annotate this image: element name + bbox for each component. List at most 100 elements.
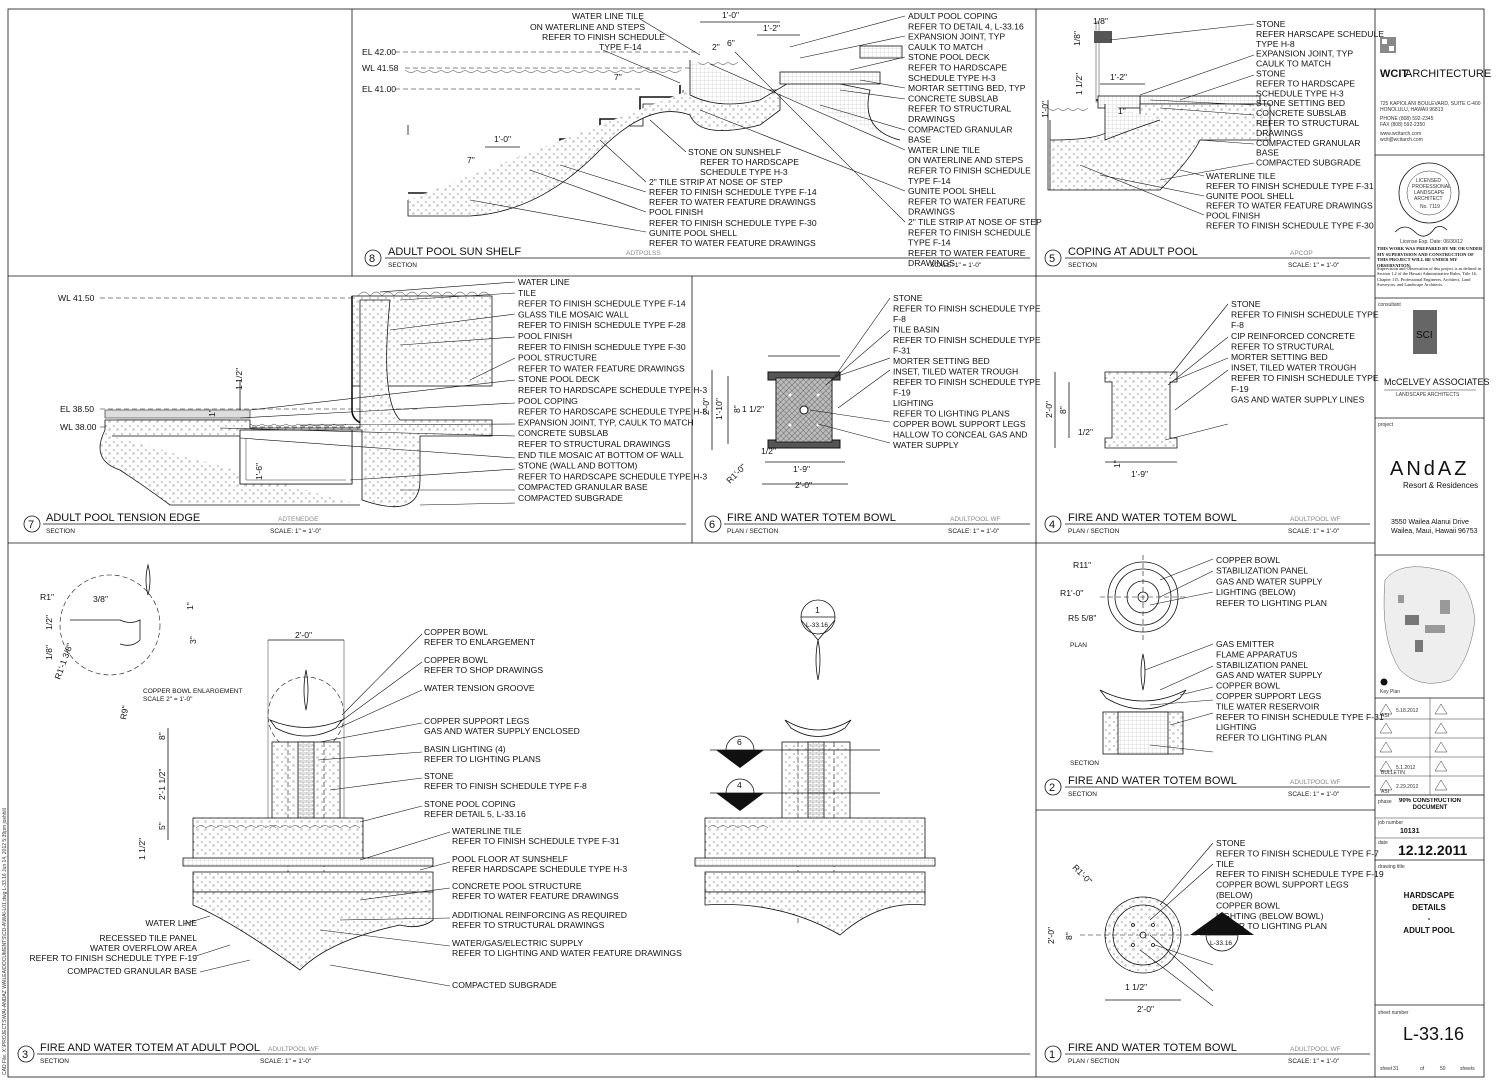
revision-tag: ASI <box>1381 713 1389 719</box>
note-line: STONE (WALL AND BOTTOM) <box>518 461 638 471</box>
elev-label: EL 42.00 <box>362 47 396 57</box>
svg-text:WL 38.00: WL 38.00 <box>60 422 97 432</box>
title-block: WCIT ARCHITECTURE 725 KAPIOLANI BOULEVAR… <box>1375 37 1491 1072</box>
svg-text:R5 5/8": R5 5/8" <box>1068 613 1096 623</box>
svg-text:8": 8" <box>1064 932 1074 940</box>
svg-text:1": 1" <box>1112 460 1122 468</box>
svg-text:LICENSED: LICENSED <box>1416 178 1441 184</box>
detail-title: ADULT POOL SUN SHELF <box>388 246 521 258</box>
svg-text:5": 5" <box>157 822 167 830</box>
note-line: REFER TO FINISH SCHEDULE TYPE F-19 <box>29 953 197 963</box>
svg-text:8": 8" <box>732 405 742 413</box>
note-line: EXPANSION JOINT, TYP, CAULK TO MATCH <box>518 417 694 427</box>
note-line: REFER TO STRUCTURAL DRAWINGS <box>518 439 671 449</box>
svg-text:3: 3 <box>22 1049 28 1061</box>
note-line: F-19 <box>893 388 911 398</box>
note-line: (BELOW) <box>1216 890 1253 900</box>
svg-text:REFER TO FINISH SCHEDULE TYPE: REFER TO FINISH SCHEDULE TYPE F-14 <box>649 187 817 197</box>
note-line: WATERLINE TILE <box>1206 171 1276 181</box>
svg-text:1/8": 1/8" <box>1072 31 1082 46</box>
svg-text:REFER TO FINISH SCHEDULE: REFER TO FINISH SCHEDULE <box>542 32 665 42</box>
svg-text:725 KAPIOLANI BOULEVARD, SUITE: 725 KAPIOLANI BOULEVARD, SUITE C-400 <box>1380 101 1481 107</box>
note-line: REFER TO FINISH SCHEDULE TYPE F-8 <box>424 781 587 791</box>
note-line: GLASS TILE MOSAIC WALL <box>518 309 629 319</box>
note-line: DRAWINGS <box>1256 128 1303 138</box>
key-plan-map <box>1380 566 1476 686</box>
note-line: REFER TO FINISH SCHEDULE TYPE F-31 <box>452 836 620 846</box>
note-line: WATER LINE <box>518 277 570 287</box>
svg-text:SCALE: 1" = 1'-0": SCALE: 1" = 1'-0" <box>1288 528 1340 535</box>
svg-text:LANDSCAPE: LANDSCAPE <box>1414 190 1445 196</box>
revision-date: 5.1.2012 <box>1396 765 1416 771</box>
svg-text:SECTION: SECTION <box>46 528 75 535</box>
svg-text:job number: job number <box>1377 820 1403 826</box>
revision-tag: BULLETIN <box>1381 770 1405 776</box>
note-line: REFER TO FINISH SCHEDULE TYPE F-31 <box>1216 712 1384 722</box>
svg-text:7: 7 <box>28 519 34 531</box>
svg-text:PROFESSIONAL: PROFESSIONAL <box>1412 184 1451 190</box>
svg-text:APCOP: APCOP <box>1290 250 1313 257</box>
note-line: LIGHTING (BELOW BOWL) <box>1216 911 1324 921</box>
note-line: STONE <box>1216 838 1246 848</box>
svg-text:GUNITE POOL SHELL: GUNITE POOL SHELL <box>649 228 737 238</box>
note-line: LIGHTING <box>893 398 934 408</box>
svg-text:1'-0": 1'-0" <box>1040 101 1050 118</box>
svg-text:SCALE: 1" = 1'-0": SCALE: 1" = 1'-0" <box>270 528 322 535</box>
note-line: STONE <box>424 771 454 781</box>
note-line: REFER DETAIL 5, L-33.16 <box>424 809 526 819</box>
note-line: STONE <box>1256 69 1286 79</box>
detail-8-notes-mid: STONE ON SUNSHELF REFER TO HARDSCAPE SCH… <box>649 147 817 248</box>
phase-value: 90% CONSTRUCTION DOCUMENT <box>1398 798 1461 811</box>
note-line: ADULT POOL COPING <box>908 11 998 21</box>
svg-text:ADULT POOL: ADULT POOL <box>1403 926 1455 935</box>
note-line: REFER TO STRUCTURAL DRAWINGS <box>452 920 605 930</box>
revision-delta-icon <box>1434 760 1448 772</box>
note-line: WATER/GAS/ELECTRIC SUPPLY <box>452 938 583 948</box>
note-line: DRAWINGS <box>908 207 955 217</box>
svg-text:drawing title: drawing title <box>1378 864 1405 870</box>
svg-text:phase: phase <box>1378 799 1392 805</box>
note-line: GUNITE POOL SHELL <box>908 186 996 196</box>
dim: 1'-0" <box>494 134 511 144</box>
svg-text:1/2": 1/2" <box>1078 427 1093 437</box>
note-line: MORTER SETTING BED <box>893 356 990 366</box>
svg-text:Key Plan: Key Plan <box>1380 689 1400 695</box>
note-line: WATER OVERFLOW AREA <box>90 943 197 953</box>
note-line: REFER TO FINISH SCHEDULE TYPE <box>1231 373 1379 383</box>
svg-text:50: 50 <box>1440 1066 1446 1072</box>
svg-text:1 1/2": 1 1/2" <box>1074 73 1084 95</box>
svg-text:2: 2 <box>1219 923 1224 933</box>
svg-text:SCALE: 1" = 1'-0": SCALE: 1" = 1'-0" <box>1288 791 1340 798</box>
revision-delta-icon <box>1379 760 1393 772</box>
note-line: WATER LINE <box>145 918 197 928</box>
detail-1-totem-bowl-plan: R1'-0" 2'-0" 8" 1 1/2" 2'-0" 2 L-33.16 S… <box>1044 838 1384 1065</box>
svg-text:WL 41.50: WL 41.50 <box>58 293 95 303</box>
svg-text:SECTION: SECTION <box>1068 791 1097 798</box>
note-line: CONCRETE SUBSLAB <box>908 93 999 103</box>
note-line: REFER TO WATER FEATURE <box>908 196 1026 206</box>
dim: 1'-0" <box>722 10 739 20</box>
note-line: SCHEDULE TYPE H-3 <box>1256 88 1344 98</box>
note-line: REFER TO DETAIL 4, L-33.16 <box>908 21 1024 31</box>
note-line: REFER TO WATER FEATURE <box>908 248 1026 258</box>
svg-text:3": 3" <box>188 636 198 644</box>
svg-text:COPPER BOWL ENLARGEMENT: COPPER BOWL ENLARGEMENT <box>143 688 242 695</box>
svg-text:SECTION: SECTION <box>40 1058 69 1065</box>
note-line: POOL COPING <box>518 396 578 406</box>
note-line: TILE BASIN <box>893 325 939 335</box>
svg-text:of: of <box>1420 1066 1425 1072</box>
svg-text:31: 31 <box>1393 1066 1399 1072</box>
svg-text:ADULTPOOL WF: ADULTPOOL WF <box>268 1046 319 1053</box>
professional-seal: LICENSED PROFESSIONAL LANDSCAPE ARCHITEC… <box>1394 162 1460 237</box>
note-line: END TILE MOSAIC AT BOTTOM OF WALL <box>518 450 684 460</box>
revision-date: 2.29.2012 <box>1396 784 1418 790</box>
note-line: CIP REINFORCED CONCRETE <box>1231 331 1355 341</box>
detail-title: COPING AT ADULT POOL <box>1068 246 1198 258</box>
